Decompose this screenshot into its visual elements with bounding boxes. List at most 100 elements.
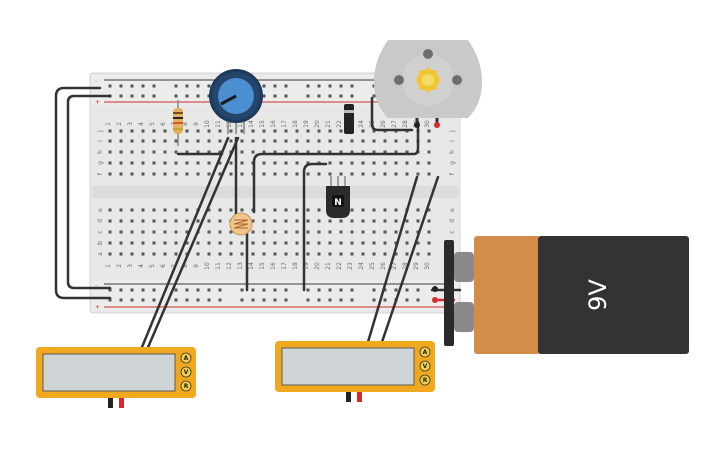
breadboard-hole[interactable] bbox=[328, 84, 332, 88]
breadboard-hole[interactable] bbox=[361, 219, 365, 223]
breadboard-hole[interactable] bbox=[174, 288, 178, 292]
breadboard-hole[interactable] bbox=[427, 161, 431, 165]
breadboard-hole[interactable] bbox=[394, 241, 398, 245]
breadboard-hole[interactable] bbox=[218, 288, 222, 292]
breadboard-hole[interactable] bbox=[152, 241, 156, 245]
breadboard-hole[interactable] bbox=[185, 298, 189, 302]
breadboard-hole[interactable] bbox=[284, 219, 288, 223]
breadboard-hole[interactable] bbox=[196, 172, 200, 176]
breadboard-hole[interactable] bbox=[130, 84, 134, 88]
breadboard-hole[interactable] bbox=[295, 230, 299, 234]
breadboard-hole[interactable] bbox=[273, 150, 277, 154]
breadboard-hole[interactable] bbox=[218, 150, 222, 154]
breadboard-hole[interactable] bbox=[262, 161, 266, 165]
breadboard-hole[interactable] bbox=[108, 288, 112, 292]
breadboard-hole[interactable] bbox=[383, 288, 387, 292]
breadboard-hole[interactable] bbox=[394, 139, 398, 143]
breadboard-hole[interactable] bbox=[262, 219, 266, 223]
breadboard-hole[interactable] bbox=[361, 241, 365, 245]
breadboard-hole[interactable] bbox=[317, 139, 321, 143]
breadboard-hole[interactable] bbox=[416, 298, 420, 302]
breadboard-hole[interactable] bbox=[130, 298, 134, 302]
breadboard-hole[interactable] bbox=[174, 252, 178, 256]
breadboard-hole[interactable] bbox=[152, 172, 156, 176]
breadboard-hole[interactable] bbox=[317, 252, 321, 256]
breadboard-hole[interactable] bbox=[174, 94, 178, 98]
breadboard-hole[interactable] bbox=[284, 252, 288, 256]
breadboard-hole[interactable] bbox=[185, 219, 189, 223]
breadboard-hole[interactable] bbox=[185, 84, 189, 88]
breadboard-hole[interactable] bbox=[306, 241, 310, 245]
breadboard-hole[interactable] bbox=[372, 94, 376, 98]
photoresistor-icon[interactable] bbox=[229, 212, 253, 236]
breadboard-hole[interactable] bbox=[251, 288, 255, 292]
breadboard-hole[interactable] bbox=[405, 150, 409, 154]
breadboard-hole[interactable] bbox=[196, 150, 200, 154]
breadboard-hole[interactable] bbox=[141, 230, 145, 234]
breadboard-hole[interactable] bbox=[108, 230, 112, 234]
breadboard-hole[interactable] bbox=[350, 139, 354, 143]
breadboard-hole[interactable] bbox=[218, 139, 222, 143]
breadboard-hole[interactable] bbox=[119, 219, 123, 223]
breadboard-hole[interactable] bbox=[394, 161, 398, 165]
breadboard-hole[interactable] bbox=[372, 161, 376, 165]
breadboard-hole[interactable] bbox=[405, 252, 409, 256]
breadboard-hole[interactable] bbox=[273, 94, 277, 98]
breadboard-hole[interactable] bbox=[350, 230, 354, 234]
breadboard-hole[interactable] bbox=[317, 298, 321, 302]
breadboard-hole[interactable] bbox=[163, 219, 167, 223]
breadboard-hole[interactable] bbox=[196, 252, 200, 256]
breadboard-hole[interactable] bbox=[119, 208, 123, 212]
breadboard-hole[interactable] bbox=[130, 288, 134, 292]
breadboard-hole[interactable] bbox=[262, 94, 266, 98]
breadboard-hole[interactable] bbox=[306, 219, 310, 223]
breadboard-hole[interactable] bbox=[339, 219, 343, 223]
breadboard-hole[interactable] bbox=[339, 84, 343, 88]
breadboard-hole[interactable] bbox=[196, 219, 200, 223]
breadboard-hole[interactable] bbox=[317, 84, 321, 88]
breadboard-hole[interactable] bbox=[350, 161, 354, 165]
breadboard-hole[interactable] bbox=[372, 219, 376, 223]
multimeter-1[interactable]: A V R bbox=[36, 347, 196, 408]
breadboard-hole[interactable] bbox=[185, 241, 189, 245]
breadboard-hole[interactable] bbox=[317, 172, 321, 176]
breadboard-hole[interactable] bbox=[295, 150, 299, 154]
breadboard-hole[interactable] bbox=[317, 150, 321, 154]
breadboard-hole[interactable] bbox=[306, 298, 310, 302]
breadboard-hole[interactable] bbox=[284, 94, 288, 98]
breadboard-hole[interactable] bbox=[152, 298, 156, 302]
breadboard-hole[interactable] bbox=[306, 161, 310, 165]
breadboard-hole[interactable] bbox=[328, 161, 332, 165]
breadboard-hole[interactable] bbox=[229, 172, 233, 176]
breadboard-hole[interactable] bbox=[207, 161, 211, 165]
wire-left-inner[interactable] bbox=[66, 94, 112, 290]
breadboard-hole[interactable] bbox=[372, 230, 376, 234]
wire-motor-left[interactable] bbox=[370, 96, 414, 132]
breadboard-hole[interactable] bbox=[383, 139, 387, 143]
breadboard-hole[interactable] bbox=[328, 172, 332, 176]
breadboard-hole[interactable] bbox=[328, 219, 332, 223]
multimeter-2-button-r[interactable] bbox=[419, 374, 431, 386]
wires[interactable] bbox=[54, 86, 462, 354]
breadboard-hole[interactable] bbox=[295, 219, 299, 223]
breadboard-hole[interactable] bbox=[394, 252, 398, 256]
breadboard-hole[interactable] bbox=[207, 252, 211, 256]
breadboard-hole[interactable] bbox=[394, 208, 398, 212]
breadboard-hole[interactable] bbox=[339, 94, 343, 98]
breadboard-hole[interactable] bbox=[405, 219, 409, 223]
breadboard-hole[interactable] bbox=[163, 241, 167, 245]
breadboard-hole[interactable] bbox=[141, 252, 145, 256]
breadboard-hole[interactable] bbox=[240, 252, 244, 256]
breadboard-hole[interactable] bbox=[207, 84, 211, 88]
breadboard-hole[interactable] bbox=[119, 298, 123, 302]
breadboard-hole[interactable] bbox=[383, 208, 387, 212]
breadboard-hole[interactable] bbox=[229, 139, 233, 143]
breadboard-hole[interactable] bbox=[405, 161, 409, 165]
breadboard-hole[interactable] bbox=[152, 230, 156, 234]
breadboard-hole[interactable] bbox=[174, 219, 178, 223]
breadboard-hole[interactable] bbox=[251, 129, 255, 133]
breadboard-hole[interactable] bbox=[383, 230, 387, 234]
breadboard-hole[interactable] bbox=[163, 252, 167, 256]
breadboard-hole[interactable] bbox=[317, 94, 321, 98]
breadboard-hole[interactable] bbox=[295, 172, 299, 176]
